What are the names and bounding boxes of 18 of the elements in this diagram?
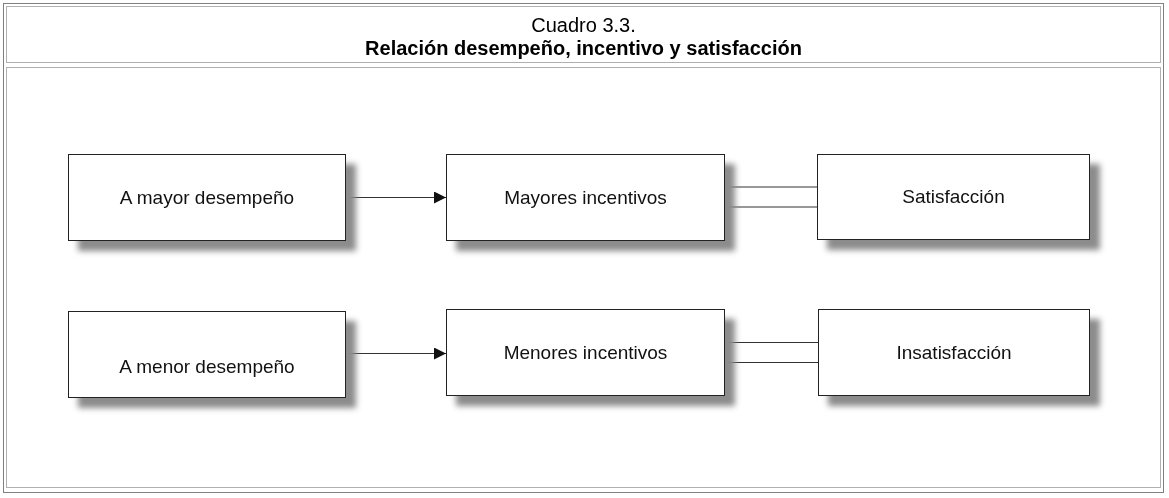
box-text: A menor desempeño [119,355,295,378]
box-text: Satisfacción [902,186,1005,208]
process-box [446,309,725,396]
box-text: Mayores incentivos [504,186,667,209]
equals-connector [724,341,819,364]
arrow [345,347,447,360]
arrow [345,191,447,204]
process-box [68,311,346,398]
process-box [446,154,725,241]
process-box [817,154,1090,240]
box-text: A mayor desempeño [119,186,295,209]
table-number: Cuadro 3.3. [530,14,637,37]
box-text: Insatisfacción [896,341,1012,364]
box-text: Menores incentivos [503,341,668,364]
process-box [68,154,346,241]
diagram-title: Relación desempeño, incentivo y satisfacción [364,37,803,60]
equals-connector [724,186,818,208]
process-box [818,309,1090,396]
